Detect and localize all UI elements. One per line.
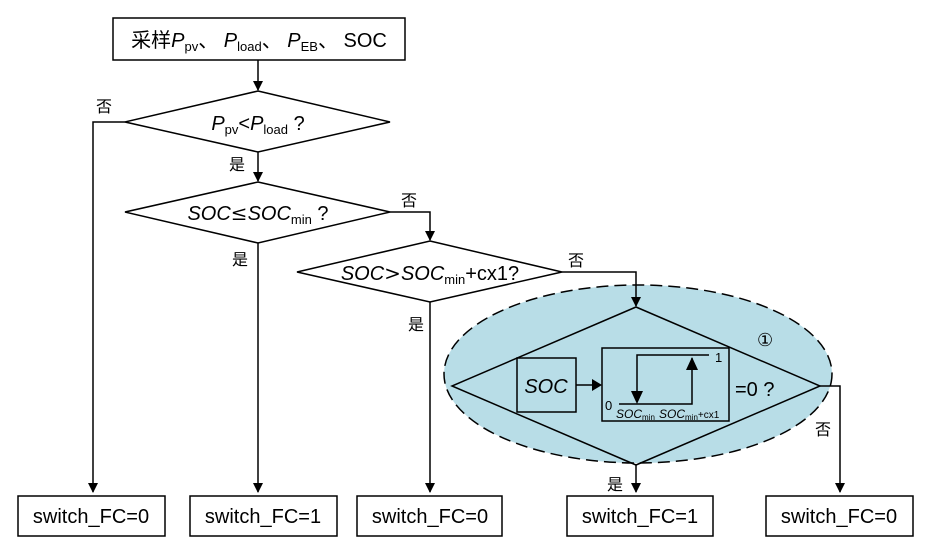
output-box	[765, 495, 914, 537]
output-label: switch_FC=1	[205, 506, 321, 528]
arrow-right-icon	[592, 379, 602, 391]
decision-pv-lt-load-label: Ppv<Pload ?	[211, 113, 304, 137]
arrow-up-icon	[686, 357, 698, 370]
connector	[88, 121, 125, 493]
hysteresis-x2-label: SOCmin+cx1	[659, 407, 720, 422]
output-box	[356, 495, 503, 537]
connector	[562, 271, 641, 307]
arrow-down-icon	[631, 391, 643, 404]
start-box	[112, 17, 406, 61]
output-label: switch_FC=0	[372, 506, 488, 528]
hysteresis-curve	[636, 354, 709, 402]
yes-label: 是	[607, 475, 623, 494]
highlight-region	[443, 284, 833, 464]
hysteresis-low-label: 0	[605, 398, 612, 413]
no-label: 否	[568, 251, 584, 270]
output-box	[189, 495, 338, 537]
soc-input-label: SOC	[524, 376, 568, 398]
connector	[820, 385, 845, 493]
hysteresis-x1-label: SOCmin	[616, 407, 655, 422]
hysteresis-box	[601, 347, 730, 422]
no-label: 否	[401, 191, 417, 210]
no-label: 否	[96, 97, 112, 116]
condition-label: =0 ?	[735, 379, 774, 401]
decision-soc-gt-min-cx1-label: SOC>SOCmin+cx1?	[341, 261, 519, 287]
connector	[390, 211, 435, 241]
output-box	[17, 495, 166, 537]
output-label: switch_FC=0	[33, 506, 149, 528]
decision-soc-le-min-label: SOC≤SOCmin ?	[187, 201, 328, 227]
output-label: switch_FC=0	[781, 506, 897, 528]
output-label: switch_FC=1	[582, 506, 698, 528]
no-label: 否	[815, 420, 831, 439]
output-box	[566, 495, 714, 537]
start-box-label: 采样Ppv、 Pload、 PEB、 SOC	[131, 28, 387, 54]
yes-label: 是	[229, 155, 245, 174]
marker-circled-1: ①	[757, 330, 773, 351]
yes-label: 是	[232, 250, 248, 269]
yes-label: 是	[408, 315, 424, 334]
hysteresis-curve	[619, 358, 693, 405]
hysteresis-high-label: 1	[715, 350, 722, 365]
